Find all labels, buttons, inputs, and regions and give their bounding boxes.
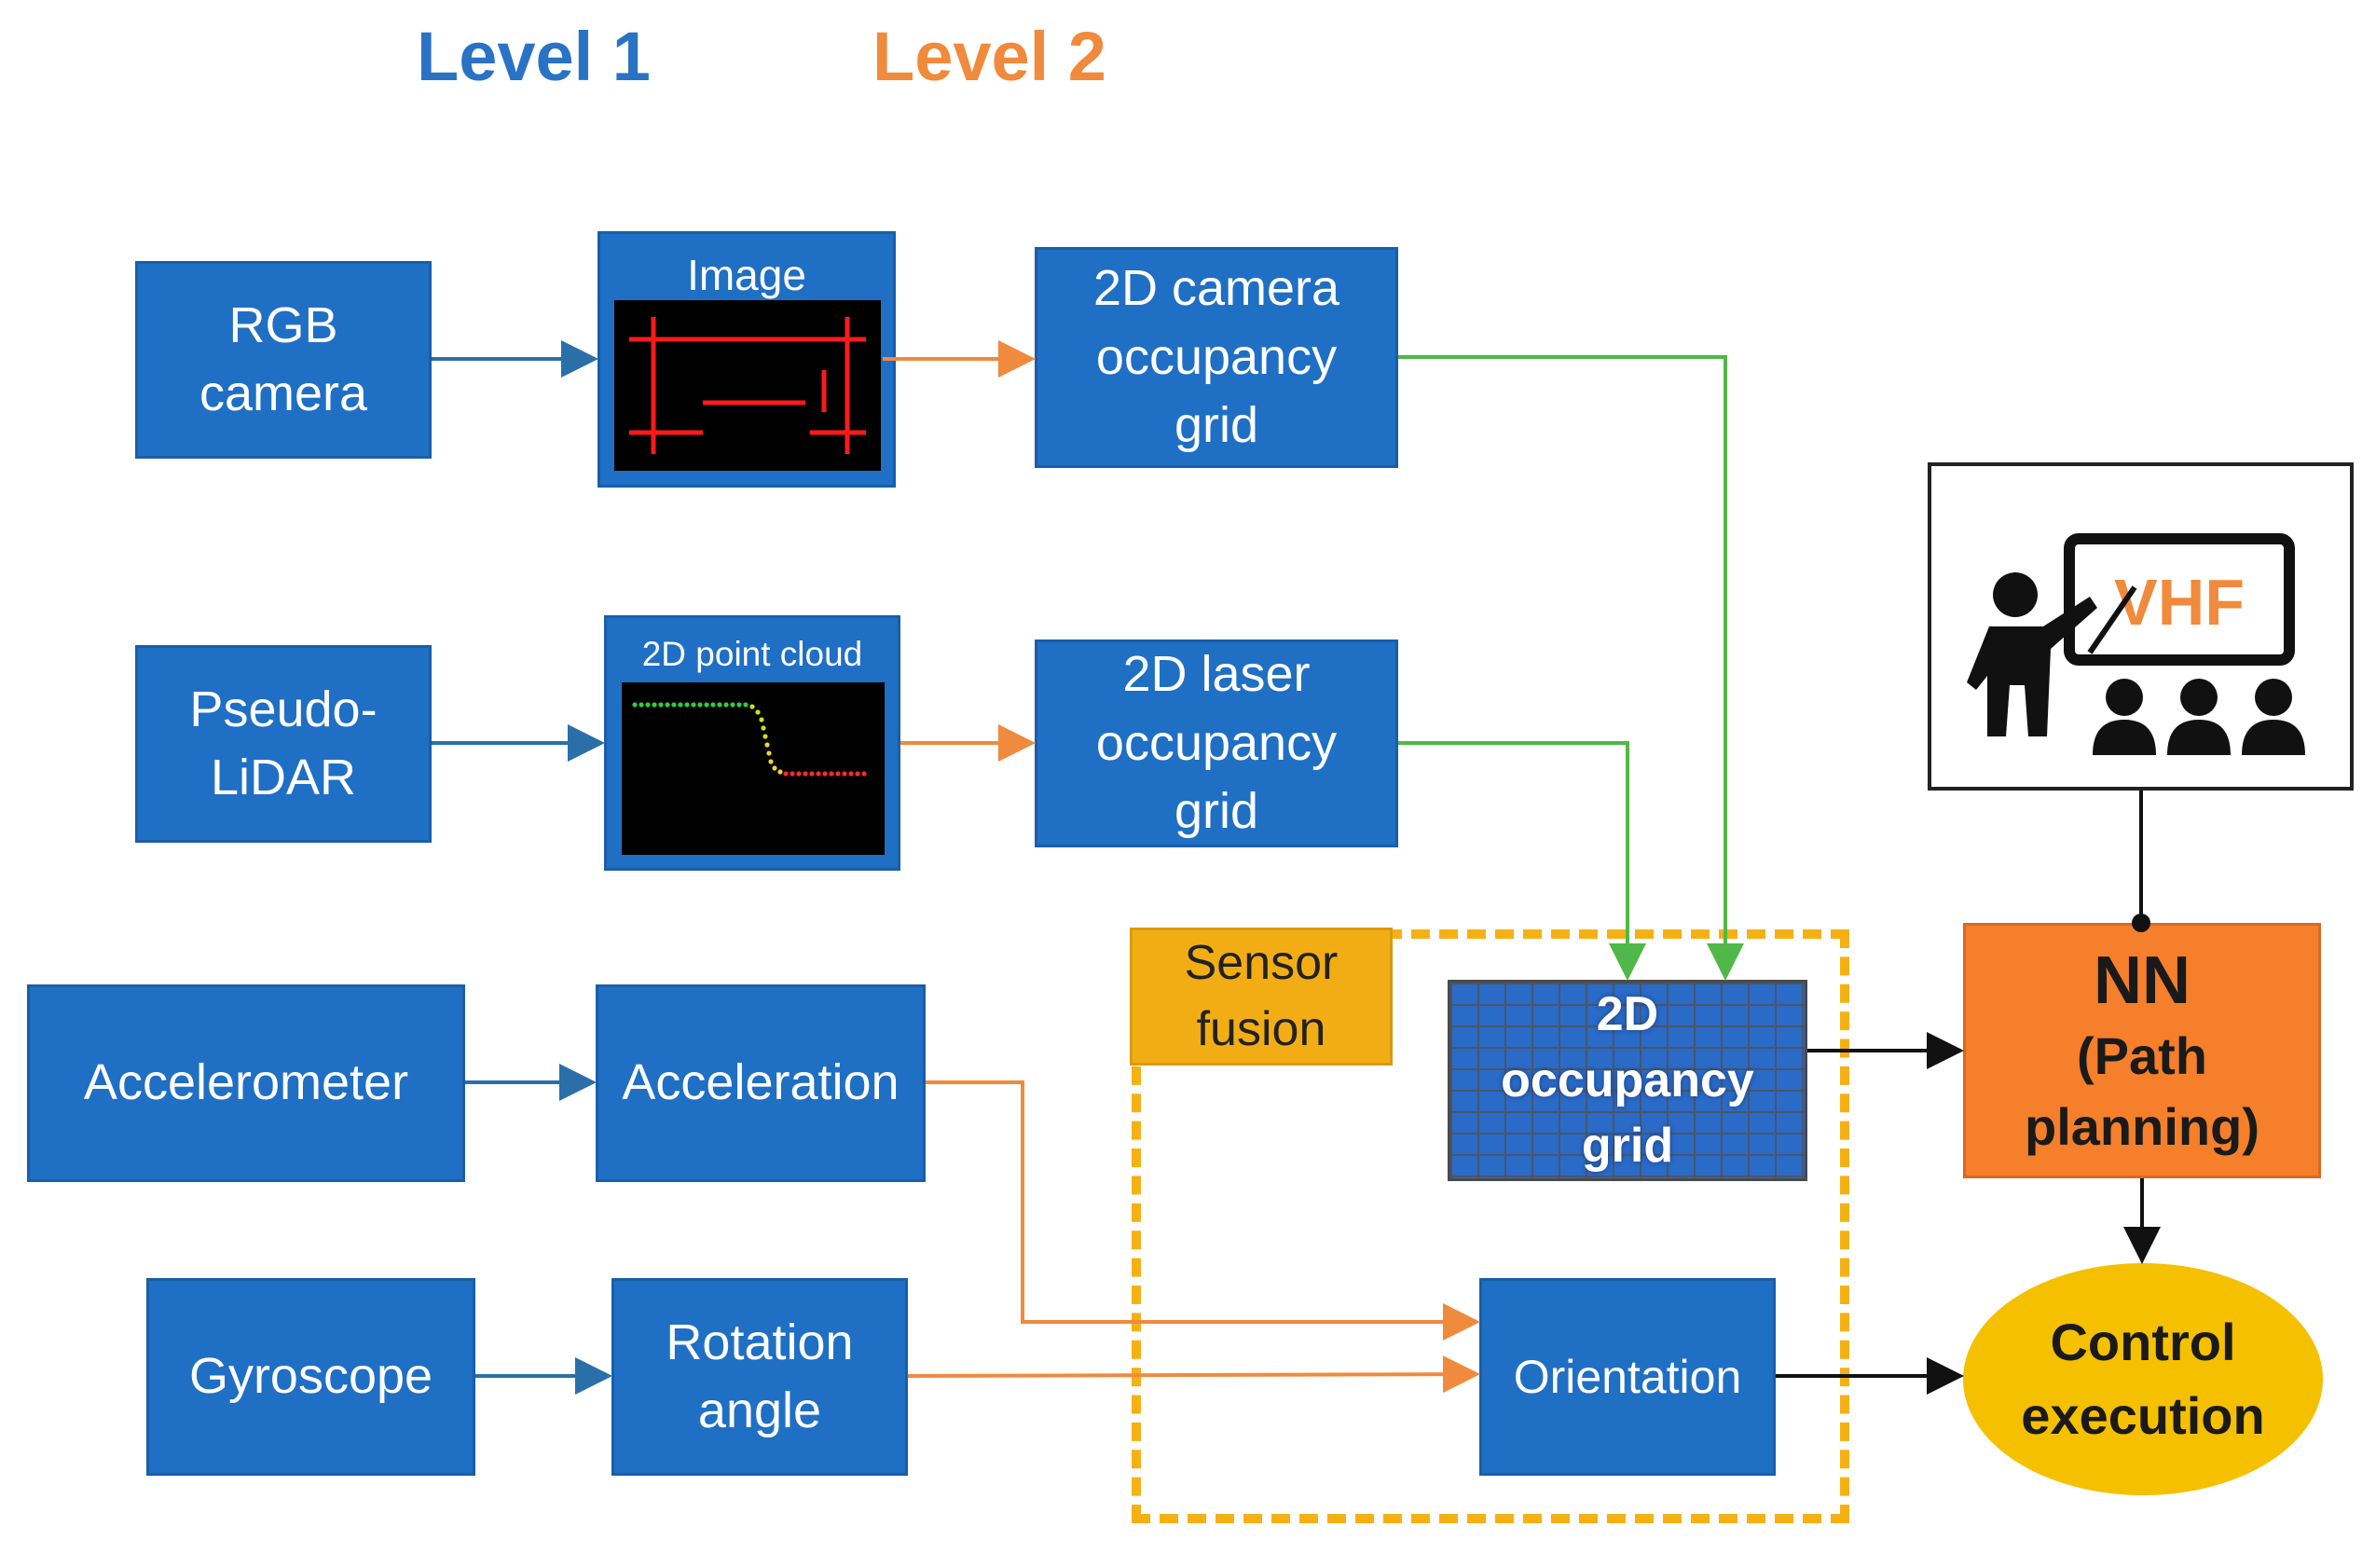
vhf-nn-junction-dot: [2132, 914, 2150, 932]
point-cloud-dot: [848, 771, 854, 777]
point-cloud-dot: [842, 771, 847, 777]
point-cloud-dot: [777, 769, 783, 775]
pseudo-lidar-box: Pseudo-LiDAR: [135, 645, 432, 843]
point-cloud-dot: [665, 702, 670, 708]
nn-path-planning-box: NN (Path planning): [1963, 923, 2321, 1178]
image-caption: Image: [687, 251, 806, 299]
teacher-presentation-icon: VHF: [1967, 533, 2305, 755]
point-cloud-dot: [632, 702, 638, 708]
point-cloud-dot: [829, 771, 834, 777]
acceleration-box: Acceleration: [596, 984, 926, 1182]
point-cloud-dot: [671, 702, 677, 708]
control-execution-ellipse: Control execution: [1963, 1263, 2323, 1495]
point-cloud-dot: [717, 702, 722, 708]
point-cloud-dot: [822, 771, 828, 777]
point-cloud-dot: [678, 702, 683, 708]
point-cloud-dot: [736, 702, 742, 708]
point-cloud-dot: [697, 702, 703, 708]
fused-occupancy-grid-label: 2D occupancy grid: [1501, 986, 1754, 1174]
point-cloud-dot: [691, 702, 696, 708]
nn-subtitle: (Path planning): [2025, 1026, 2259, 1156]
gyroscope-box: Gyroscope: [146, 1278, 475, 1476]
point-cloud-dot: [796, 771, 802, 777]
level-1-heading: Level 1: [417, 18, 651, 95]
orientation-box: Orientation: [1479, 1278, 1776, 1476]
vhf-text: VHF: [2114, 566, 2245, 639]
arrow-acceleration-to-orientation: [926, 1080, 1480, 1341]
arrow-rotation-to-orientation: [907, 1355, 1480, 1394]
point-cloud-dot: [759, 717, 764, 722]
point-cloud-dot: [766, 750, 772, 756]
point-cloud-graphic: [632, 702, 867, 777]
point-cloud-dot: [723, 702, 729, 708]
point-cloud-dot: [764, 742, 770, 748]
fused-occupancy-grid-box: [1448, 980, 1807, 1181]
point-cloud-dot: [710, 702, 716, 708]
point-cloud-dot: [772, 765, 777, 771]
point-cloud-dot: [730, 702, 735, 708]
nn-title: NN: [2094, 943, 2191, 1018]
point-cloud-dot: [639, 702, 644, 708]
point-cloud-dot: [861, 771, 867, 777]
vhf-box: VHF: [1928, 462, 2354, 791]
point-cloud-dot: [803, 771, 808, 777]
sensor-fusion-label: Sensor fusion: [1130, 928, 1393, 1066]
laser-occupancy-grid-box: 2D laser occupancy grid: [1035, 640, 1398, 847]
sensor-fusion-region: [1132, 929, 1849, 1523]
point-cloud-dot: [835, 771, 841, 777]
point-cloud-dot: [658, 702, 664, 708]
point-cloud-dot: [790, 771, 795, 777]
accelerometer-box: Accelerometer: [27, 984, 465, 1182]
point-cloud-caption: 2D point cloud: [641, 635, 863, 673]
point-cloud-dot: [762, 734, 768, 739]
point-cloud-dot: [755, 709, 761, 715]
point-cloud-screen: [622, 682, 885, 855]
level-2-heading: Level 2: [872, 18, 1106, 95]
point-cloud-dot: [809, 771, 815, 777]
point-cloud-dot: [855, 771, 860, 777]
arrow-laser-grid-to-fused-grid: [1398, 741, 1646, 981]
point-cloud-dot: [652, 702, 657, 708]
detected-lines-graphic: [629, 317, 866, 454]
point-cloud-dot: [645, 702, 651, 708]
point-cloud-dot: [768, 759, 774, 764]
point-cloud-dot: [816, 771, 821, 777]
point-cloud-dot: [684, 702, 690, 708]
image-screen: [614, 300, 881, 471]
arrow-camera-grid-to-fused-grid: [1398, 355, 1744, 981]
point-cloud-dot: [704, 702, 709, 708]
rotation-angle-box: Rotation angle: [611, 1278, 908, 1476]
rgb-camera-box: RGB camera: [135, 261, 432, 459]
camera-occupancy-grid-box: 2D camera occupancy grid: [1035, 247, 1398, 468]
point-cloud-dot: [761, 725, 766, 731]
point-cloud-dot: [743, 702, 749, 708]
point-cloud-dot: [749, 704, 755, 709]
point-cloud-dot: [783, 771, 789, 777]
